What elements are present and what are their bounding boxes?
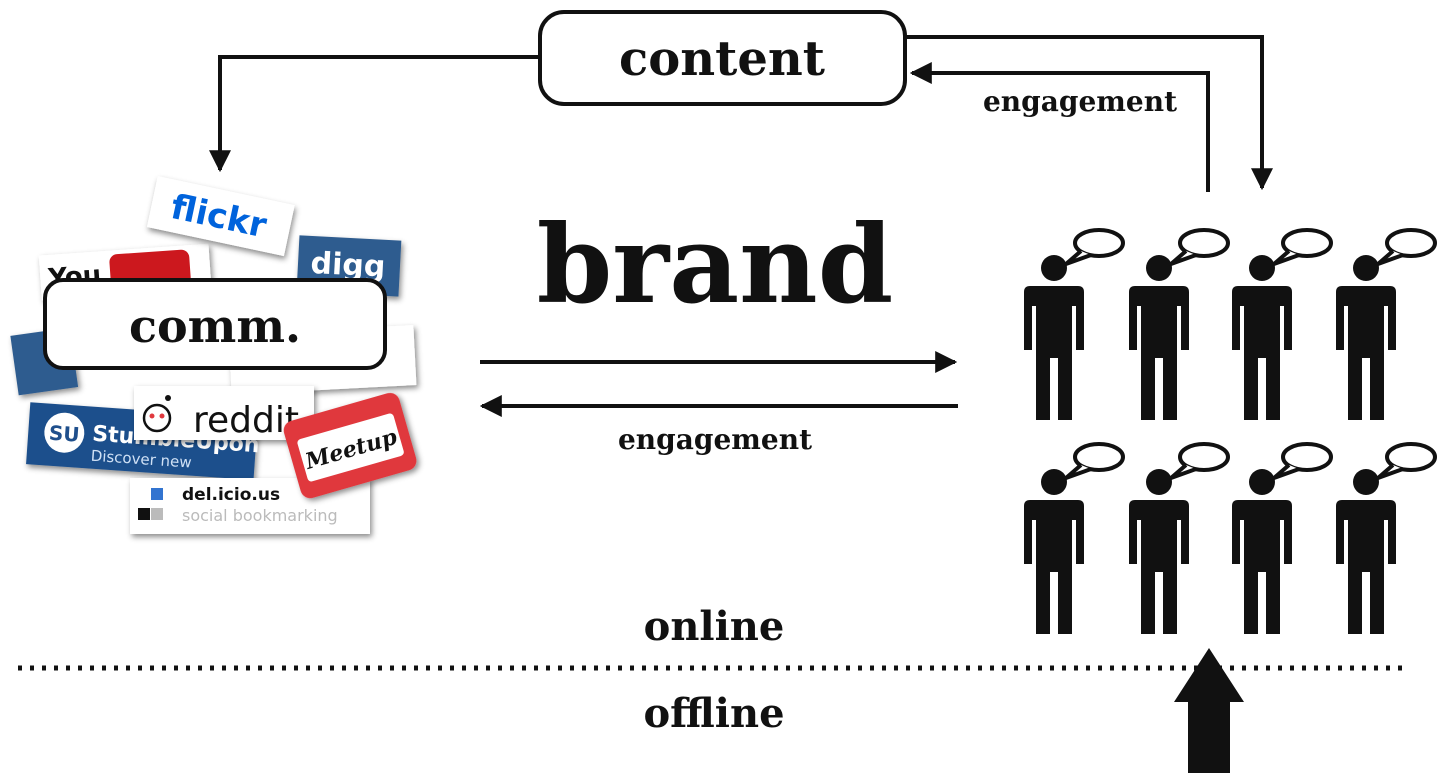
arrow-content-to-audience [905, 35, 1273, 191]
engagement-top-label: engagement [983, 85, 1177, 118]
person-icon [1129, 228, 1230, 420]
svg-text:reddit: reddit [193, 400, 299, 441]
svg-text:del.icio.us: del.icio.us [182, 485, 280, 505]
arrow-content-to-comm [209, 55, 540, 173]
person-icon [1336, 442, 1437, 634]
person-icon [1024, 228, 1125, 420]
person-icon [1232, 228, 1333, 420]
comm-node: comm. [43, 278, 387, 370]
content-node: content [538, 10, 907, 106]
speech-bubble-icon [1385, 228, 1437, 258]
comm-label: comm. [129, 299, 301, 353]
person-icon [1336, 228, 1437, 420]
speech-bubble-icon [1178, 442, 1230, 472]
speech-bubble-icon [1385, 442, 1437, 472]
arrow-audience-to-content [909, 62, 1210, 192]
online-label: online [644, 603, 785, 650]
speech-bubble-icon [1281, 442, 1333, 472]
person-icon [1024, 442, 1125, 634]
reddit-logo: reddit [134, 386, 314, 441]
offline-label: offline [643, 690, 784, 737]
svg-text:social bookmarking: social bookmarking [182, 506, 338, 525]
speech-bubble-icon [1073, 442, 1125, 472]
meetup-logo: Meetup [283, 392, 417, 499]
brand-label: brand [537, 202, 893, 328]
audience-group [1024, 228, 1437, 634]
content-label: content [619, 31, 825, 87]
engagement-bottom-label: engagement [618, 423, 812, 456]
speech-bubble-icon [1073, 228, 1125, 258]
flickr-logo: flickr [146, 176, 295, 257]
speech-bubble-icon [1178, 228, 1230, 258]
speech-bubble-icon [1281, 228, 1333, 258]
offline-to-online-arrow [1174, 648, 1244, 773]
person-icon [1129, 442, 1230, 634]
svg-text:SU: SU [48, 421, 80, 447]
person-icon [1232, 442, 1333, 634]
